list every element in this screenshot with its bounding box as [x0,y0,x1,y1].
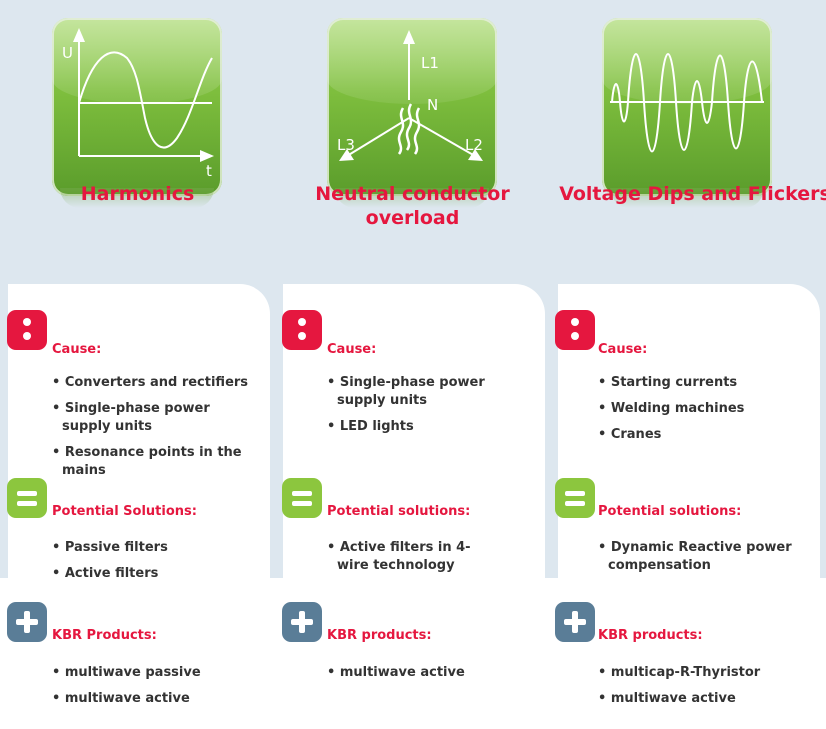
solutions-label: Potential Solutions: [52,504,197,519]
column-title: Neutral conductor overload [315,183,510,229]
products-list: • multicap-R-Thyristor • multiwave activ… [598,664,803,716]
harmonics-tile: U t [52,18,222,196]
solutions-list: • Passive filters • Active filters [52,539,257,591]
l2-label: L2 [465,136,483,154]
list-item: • multiwave active [598,691,736,706]
column-neutral-conductor: L1 N L3 L2 Neutral conductor overload Ca… [275,0,550,729]
column-voltage-dips: Voltage Dips and Flickers Cause: • Start… [550,0,826,729]
list-item: • multiwave passive [52,665,201,680]
cause-list: • Single-phase power supply units • LED … [327,374,532,444]
x-axis-label: t [206,162,212,180]
products-label: KBR products: [327,628,432,643]
solutions-label: Potential solutions: [598,504,742,519]
solution-badge-icon [7,478,47,518]
l1-label: L1 [421,54,439,72]
list-item: • multiwave active [327,665,465,680]
info-card [8,284,270,584]
products-label: KBR products: [598,628,703,643]
cause-label: Cause: [52,342,102,357]
solution-badge-icon [555,478,595,518]
solutions-list: • Active filters in 4-wire technology [327,539,487,583]
sine-wave-icon: U t [62,28,214,180]
cause-badge-icon [7,310,47,350]
cause-list: • Starting currents • Welding machines •… [598,374,803,452]
three-phase-neutral-icon: L1 N L3 L2 [337,30,483,161]
solution-badge-icon [282,478,322,518]
n-label: N [427,96,438,114]
products-label: KBR Products: [52,628,157,643]
info-card [283,284,545,584]
flicker-wave-icon [610,53,764,153]
solutions-list: • Dynamic Reactive power compensation [598,539,798,583]
products-badge-icon [555,602,595,642]
list-item: • Cranes [598,427,662,442]
cause-badge-icon [555,310,595,350]
column-title: Voltage Dips and Flickers [559,183,826,205]
flicker-tile [602,18,772,196]
products-badge-icon [7,602,47,642]
neutral-tile: L1 N L3 L2 [327,18,497,196]
list-item: • multiwave active [52,691,190,706]
info-card [558,284,820,584]
list-item: • multicap-R-Thyristor [598,665,761,680]
list-item: • Resonance points in the mains [52,445,242,478]
l3-label: L3 [337,136,355,154]
list-item: • Dynamic Reactive power compensation [598,540,792,573]
products-list: • multiwave passive • multiwave active [52,664,257,716]
products-badge-icon [282,602,322,642]
list-item: • Single-phase power supply units [327,375,485,408]
solutions-label: Potential solutions: [327,504,471,519]
list-item: • LED lights [327,419,414,434]
list-item: • Passive filters [52,540,168,555]
list-item: • Starting currents [598,375,738,390]
cause-label: Cause: [598,342,648,357]
column-harmonics: U t Harmonics Cause: • Converters and re… [0,0,275,729]
cause-badge-icon [282,310,322,350]
list-item: • Single-phase power supply units [52,401,210,434]
cause-list: • Converters and rectifiers • Single-pha… [52,374,257,488]
list-item: • Active filters in 4-wire technology [327,540,471,573]
products-list: • multiwave active [327,664,532,690]
cause-label: Cause: [327,342,377,357]
list-item: • Active filters [52,566,159,581]
y-axis-label: U [62,44,73,62]
column-title: Harmonics [80,183,195,205]
list-item: • Welding machines [598,401,745,416]
list-item: • Converters and rectifiers [52,375,249,390]
